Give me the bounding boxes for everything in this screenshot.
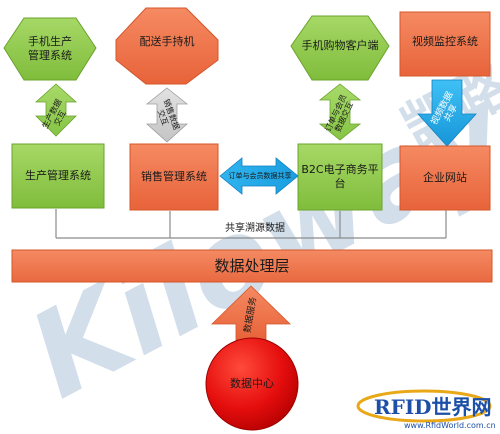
label-shared-traceability: 共享溯源数据 <box>225 223 285 234</box>
arrow-video-sharing <box>417 79 477 147</box>
box-sales-management[interactable] <box>129 143 219 211</box>
hexagon-mobile-production[interactable] <box>3 17 97 81</box>
shared-traceability-line <box>55 209 447 239</box>
label-order-member-sharing: 订单与会员数据共享 <box>228 172 292 180</box>
arrow-sales-exchange <box>145 87 189 143</box>
octagon-delivery-handheld[interactable] <box>115 7 219 85</box>
box-video-monitoring[interactable] <box>399 11 491 77</box>
label-data-center: 数据中心 <box>230 377 274 390</box>
label-production-management: 生产管理系统 <box>25 169 91 182</box>
label-data-processing-layer: 数据处理层 <box>214 257 290 275</box>
arrow-production-exchange <box>34 83 78 137</box>
box-production-management[interactable] <box>11 143 105 209</box>
hexagon-mobile-shopping[interactable] <box>290 15 390 81</box>
label-b2c-platform: B2C电子商务平 台 <box>301 163 379 190</box>
arrow-order-member-exchange <box>318 83 362 141</box>
label-sales-management: 销售管理系统 <box>141 170 207 183</box>
rfidworld-logo: RFID世界网 www.RfidWorld.com.cn <box>356 389 496 430</box>
label-mobile-production: 手机生产 管理系统 <box>28 35 72 62</box>
data-center-sphere[interactable] <box>205 337 299 431</box>
label-delivery-handheld: 配送手持机 <box>139 35 195 48</box>
rfidworld-logo-text: RFID世界网 <box>374 395 492 419</box>
label-video-monitoring: 视频监控系统 <box>412 35 478 48</box>
box-enterprise-website[interactable] <box>399 145 491 211</box>
label-mobile-shopping: 手机购物客户端 <box>301 39 379 52</box>
arrow-order-member-sharing <box>219 157 299 195</box>
data-processing-layer-bar[interactable] <box>11 249 493 283</box>
label-enterprise-website: 企业网站 <box>423 171 467 184</box>
rfidworld-logo-url: www.RfidWorld.com.cn <box>404 421 496 430</box>
box-b2c-platform[interactable] <box>297 143 383 211</box>
